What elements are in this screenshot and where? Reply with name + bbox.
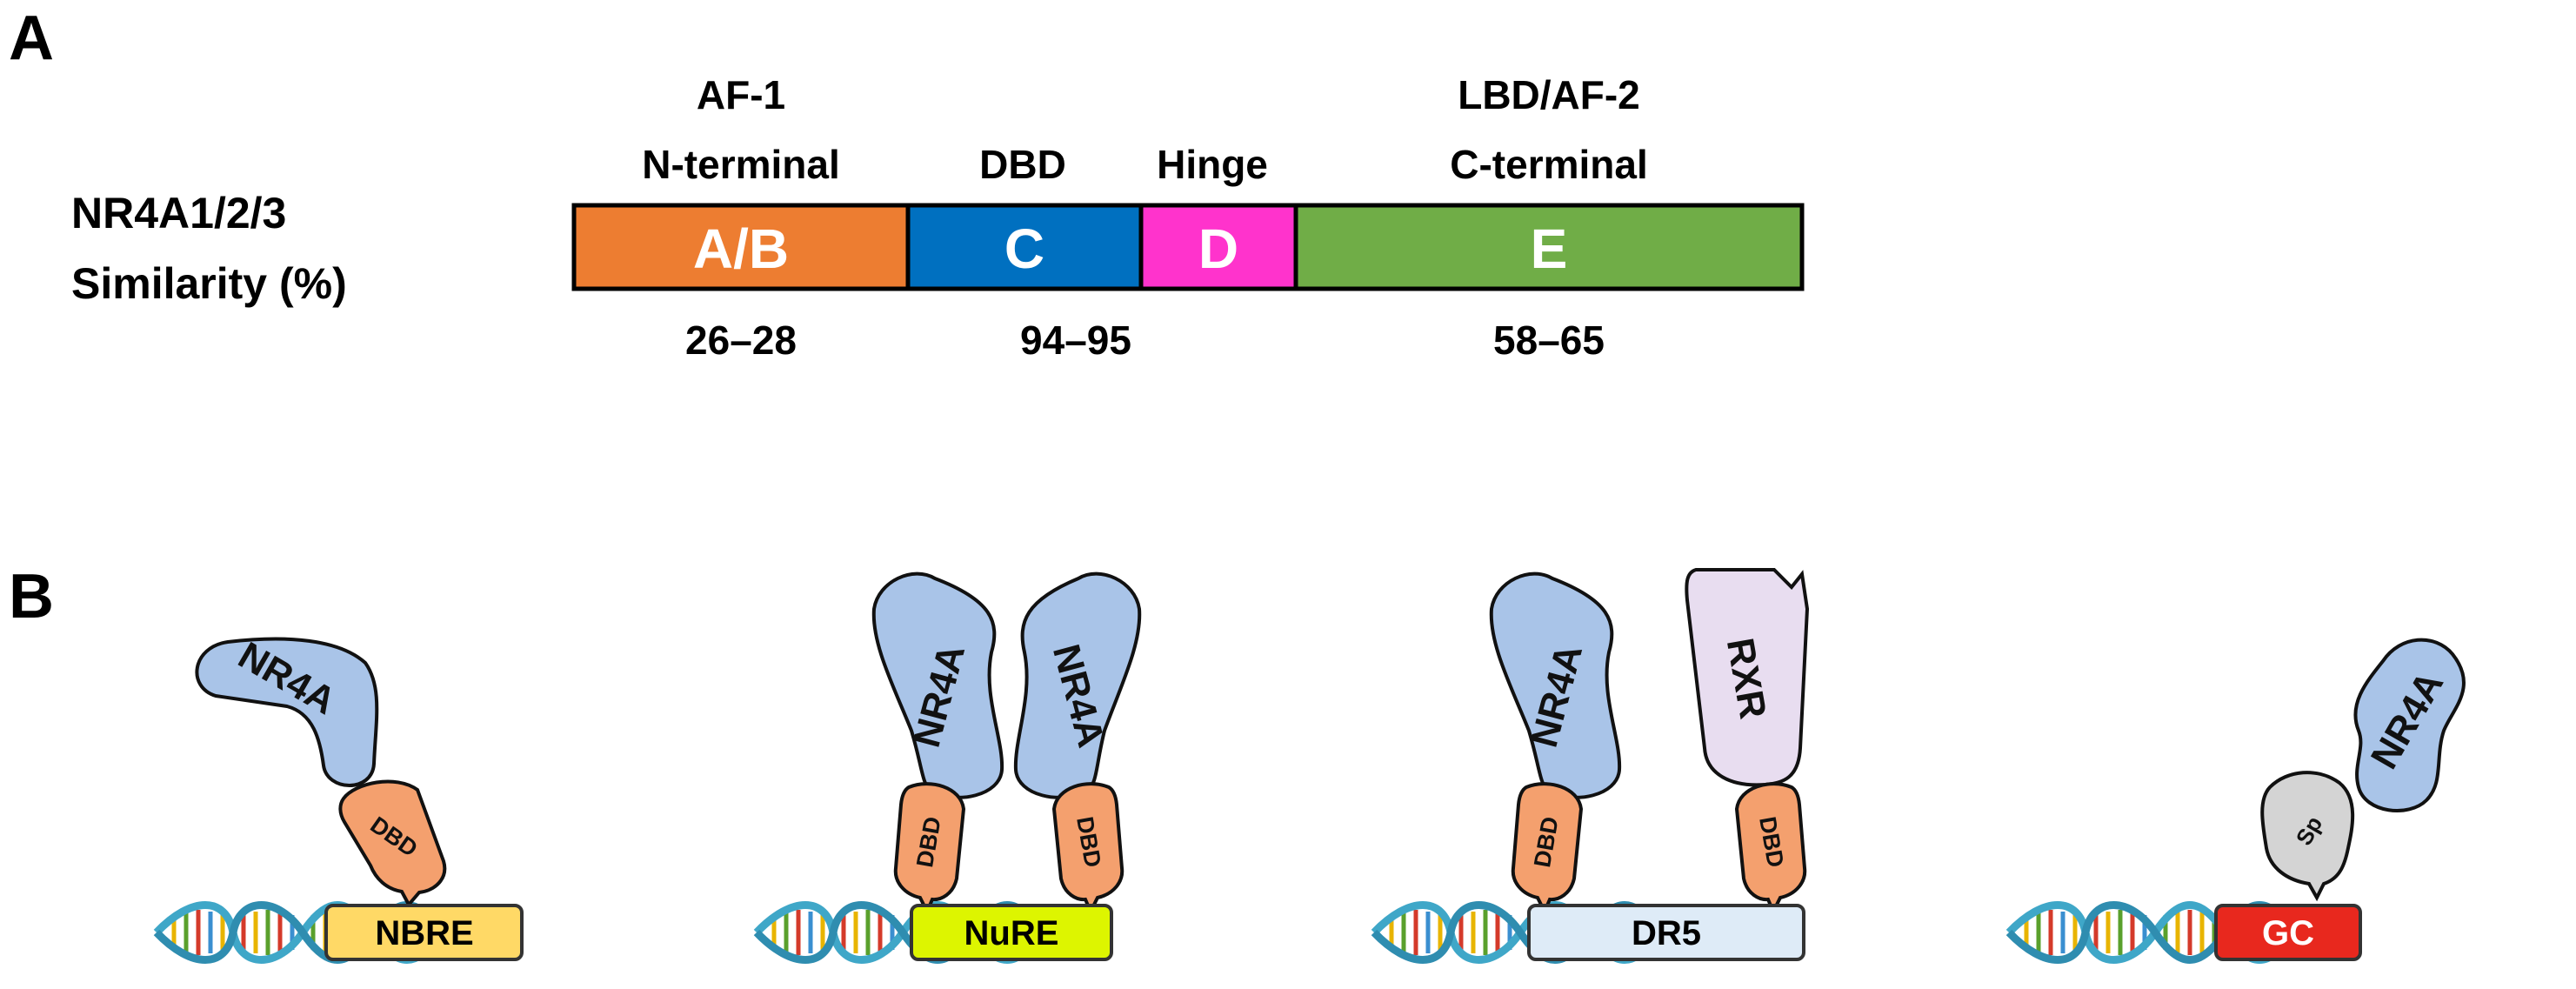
dbd-shape-right	[1051, 782, 1124, 916]
domain-d-letter: D	[1198, 217, 1238, 280]
header-lbd-af2: LBD/AF-2	[1458, 72, 1640, 117]
domain-ab	[571, 203, 911, 291]
response-element-nure	[910, 904, 1113, 961]
dbd-shape-left	[893, 782, 966, 916]
panel-a-label: A	[9, 3, 54, 73]
row-label-line1: NR4A1/2/3	[71, 189, 286, 237]
domain-e-letter: E	[1531, 217, 1568, 280]
dbd-shape-right	[1734, 782, 1807, 916]
complex-nure: NR4A NR4A DBD DBD NuRE	[871, 571, 1142, 961]
header-dbd: DBD	[979, 142, 1066, 187]
panel-b-label: B	[9, 562, 54, 631]
domain-e	[1293, 203, 1805, 291]
domain-d	[1138, 203, 1298, 291]
element-label-gc: GC	[2262, 914, 2314, 952]
header-af1: AF-1	[697, 72, 785, 117]
complex-gc: NR4A Sp GC	[2214, 638, 2466, 961]
similarity-ab: 26–28	[685, 317, 797, 363]
element-label-nure: NuRE	[964, 914, 1059, 952]
similarity-cd: 94–95	[1020, 317, 1131, 363]
element-label-nbre: NBRE	[375, 914, 473, 952]
domain-c	[905, 203, 1144, 291]
complex-dr5: NR4A RXR DBD DBD DR5	[1489, 568, 1810, 961]
response-element-nbre	[324, 904, 524, 961]
rxr-protein	[1685, 568, 1810, 787]
element-label-dr5: DR5	[1632, 914, 1701, 952]
nr4a-protein	[195, 637, 379, 787]
header-n-terminal: N-terminal	[642, 142, 839, 187]
response-element-dr5	[1527, 904, 1805, 961]
domain-bar: A/B C D E	[571, 203, 1805, 291]
domain-ab-letter: A/B	[693, 217, 789, 280]
response-element-gc	[2214, 904, 2362, 961]
domain-c-letter: C	[1004, 217, 1044, 280]
nr4a-protein	[2353, 638, 2466, 812]
dbd-shape	[338, 779, 447, 908]
sp-cofactor	[2260, 771, 2355, 902]
dbd-shape-left	[1511, 782, 1584, 916]
header-hinge: Hinge	[1157, 142, 1268, 187]
similarity-e: 58–65	[1493, 317, 1605, 363]
header-c-terminal: C-terminal	[1450, 142, 1647, 187]
row-label-line2: Similarity (%)	[71, 259, 347, 308]
